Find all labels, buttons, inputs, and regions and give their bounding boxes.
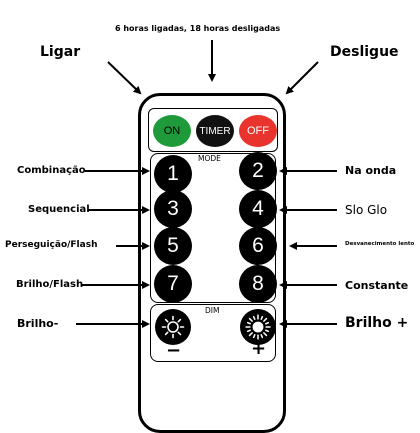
mode-button-label: 8 [252,272,264,295]
mode-button-label: 6 [252,234,264,257]
plus-sign: + [251,338,267,359]
mode-button-label: 2 [252,159,264,182]
timer-button-label: TIMER [199,125,231,137]
mode-section [150,153,276,303]
label-brilho-flash: Brilho/Flash [16,279,84,290]
power-section [148,108,278,152]
sun-filled-icon [245,314,271,340]
timer-button[interactable]: TIMER [196,115,234,147]
mode-button-label: 4 [252,197,264,220]
label-constante: Constante [345,279,409,292]
mode-button-7[interactable]: 7 [154,265,192,303]
off-button-label: OFF [247,125,269,137]
label-slo-glo: Slo Glo [345,203,388,217]
label-combinacao: Combinação [17,165,86,176]
mode-button-label: 1 [167,162,179,185]
mode-label: MODE [198,154,221,163]
label-na-onda: Na onda [345,164,397,177]
label-sequencial: Sequencial [28,204,90,215]
on-button-label: ON [163,125,181,137]
label-brilho-menos: Brilho- [17,317,59,330]
label-ligar: Ligar [40,44,81,60]
dim-down-button[interactable] [155,309,191,345]
mode-button-8[interactable]: 8 [239,265,277,303]
minus-sign: − [166,340,182,361]
mode-button-4[interactable]: 4 [239,190,277,228]
mode-button-5[interactable]: 5 [154,227,192,265]
arrow-desligue [285,61,319,95]
label-desvanecimento: Desvanecimento lento [345,241,415,247]
label-brilho-mais: Brilho + [345,315,409,331]
mode-button-3[interactable]: 3 [154,190,192,228]
label-desligue: Desligue [330,44,399,60]
mode-button-6[interactable]: 6 [239,227,277,265]
dim-up-button[interactable] [240,309,276,345]
sun-outline-icon [161,315,185,339]
arrow-ligar [107,61,142,95]
mode-button-1[interactable]: 1 [154,155,192,193]
dim-label: DIM [205,306,220,315]
off-button[interactable]: OFF [239,115,277,147]
mode-button-label: 7 [167,272,179,295]
dim-section [150,304,276,362]
mode-button-label: 5 [167,234,179,257]
on-button[interactable]: ON [153,115,191,147]
label-perseguicao: Perseguição/Flash [5,240,98,250]
mode-button-2[interactable]: 2 [239,152,277,190]
caption-top: 6 horas ligadas, 18 horas desligadas [115,24,281,33]
mode-button-label: 3 [167,197,179,220]
arrows-overlay [76,40,337,328]
